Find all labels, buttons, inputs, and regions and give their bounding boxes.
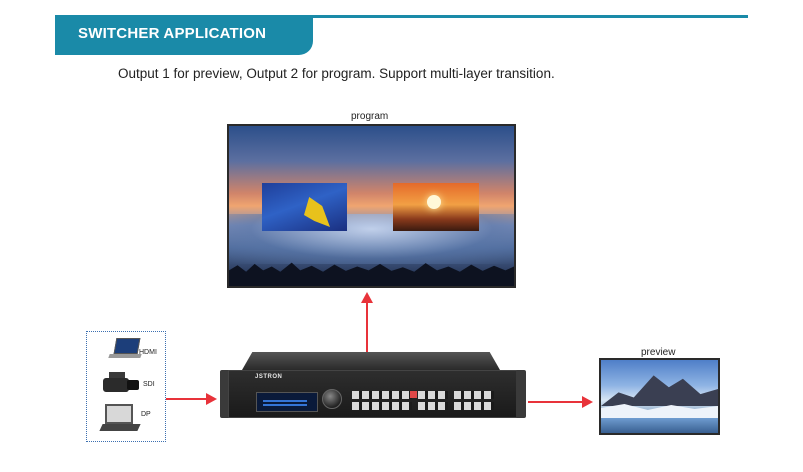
source-label-hdmi: HDMI (139, 349, 157, 356)
laptop-icon (108, 338, 143, 360)
sun-graphic (427, 195, 441, 209)
device-brand: JSTRON (255, 374, 283, 380)
header-rule (55, 15, 748, 18)
preview-mountains (601, 375, 718, 406)
device-lcd (256, 392, 318, 412)
laptop-icon (99, 404, 141, 436)
description-text: Output 1 for preview, Output 2 for progr… (118, 66, 555, 81)
input-buttons-row-1 (352, 391, 412, 399)
control-buttons-row-1 (454, 391, 494, 399)
red-button (410, 391, 417, 398)
preview-water (601, 418, 718, 433)
arrow-sources-to-device-head (206, 393, 217, 405)
layer-buttons-row-2 (418, 402, 448, 410)
layer-buttons-row-1 (418, 391, 448, 399)
rack-ear-right (516, 370, 526, 418)
switcher-device: JSTRON (220, 352, 526, 422)
preview-snow (601, 404, 718, 422)
program-layer-2 (393, 183, 479, 231)
arrow-to-preview (528, 401, 584, 403)
leaf-graphic (304, 197, 330, 227)
source-label-dp: DP (141, 411, 151, 418)
rack-ear-left (220, 370, 230, 418)
input-sources-group: HDMI SDI DP (86, 331, 166, 442)
camera-icon (97, 372, 141, 396)
arrow-to-program (366, 302, 368, 354)
source-label-sdi: SDI (143, 381, 155, 388)
arrow-to-program-head (361, 292, 373, 303)
device-knob (322, 389, 342, 409)
preview-label: preview (641, 347, 676, 358)
input-buttons-row-2 (352, 402, 412, 410)
page-title: SWITCHER APPLICATION (78, 25, 267, 42)
control-buttons-row-2 (454, 402, 494, 410)
device-top (242, 352, 500, 370)
program-layer-1 (262, 183, 347, 231)
program-label: program (351, 111, 389, 122)
arrow-sources-to-device (166, 398, 208, 400)
arrow-to-preview-head (582, 396, 593, 408)
preview-screen (599, 358, 720, 435)
program-screen (227, 124, 516, 288)
header-banner (55, 15, 313, 55)
